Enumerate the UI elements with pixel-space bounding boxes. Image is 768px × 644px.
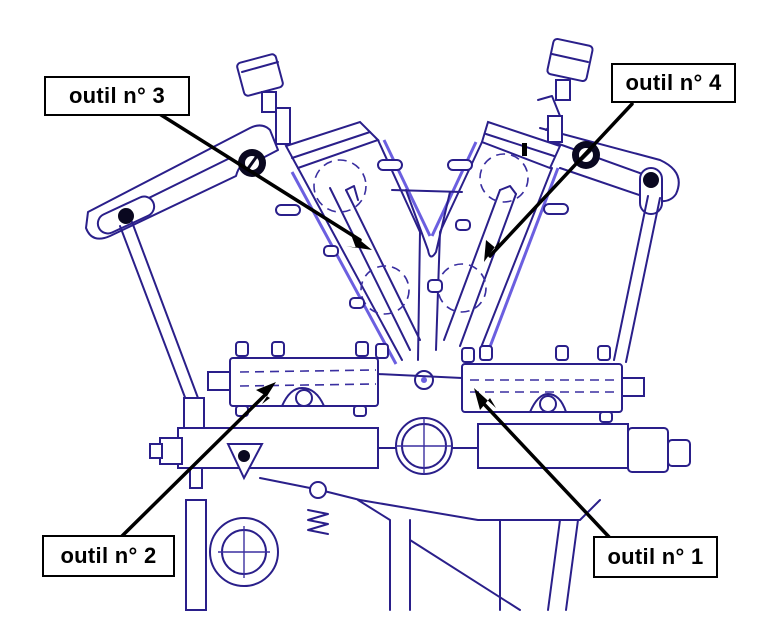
v-notch [405, 189, 451, 258]
leader-tool-4 [484, 102, 634, 262]
label-tool-3: outil n° 3 [44, 76, 190, 116]
right-adjust-screw [537, 37, 594, 143]
tool-1-slide [461, 345, 645, 423]
leader-tool-2 [116, 382, 276, 542]
label-tool-3-text: outil n° 3 [68, 83, 166, 108]
tool-3-slide [275, 120, 432, 365]
bolt [275, 159, 403, 309]
label-tool-1-text: outil n° 1 [607, 544, 704, 569]
label-tool-2: outil n° 2 [42, 535, 175, 577]
label-tool-4-text: outil n° 4 [625, 70, 722, 95]
right-rod [613, 195, 661, 363]
workpiece [377, 370, 463, 390]
left-lever-arm [85, 124, 279, 240]
label-tool-1: outil n° 1 [593, 536, 718, 578]
leader-tool-3 [148, 106, 372, 250]
leader-tool-1 [474, 388, 612, 540]
label-tool-2-text: outil n° 2 [60, 543, 157, 568]
right-lever-arm [539, 127, 680, 215]
left-clamp-knob [238, 149, 266, 177]
tool-4-slide [427, 120, 569, 353]
tool-2-slide [207, 341, 389, 417]
left-adjust-screw [236, 53, 291, 145]
machine-base [149, 417, 691, 611]
label-tool-4: outil n° 4 [611, 63, 736, 103]
